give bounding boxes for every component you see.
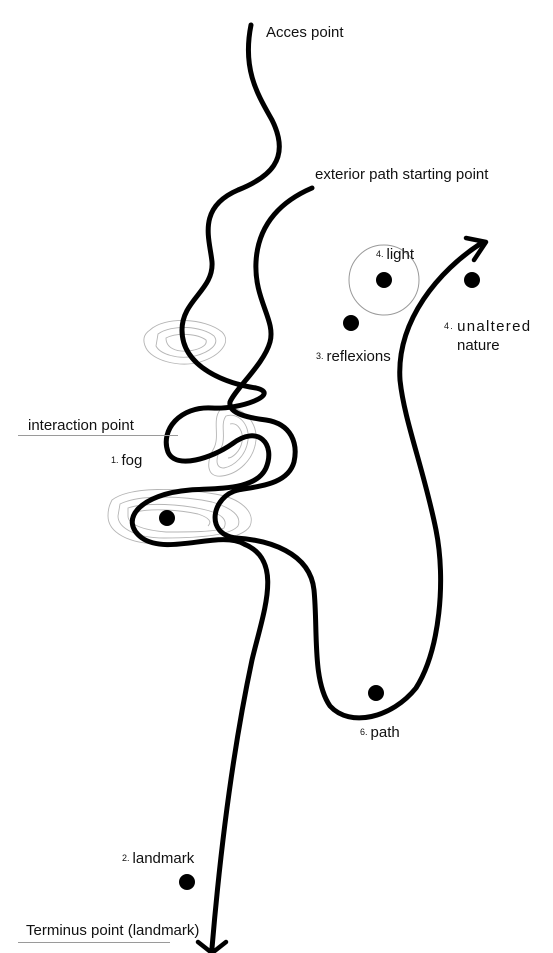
terminus-point-rule — [18, 942, 170, 943]
landmark-label: 2.landmark — [122, 850, 194, 868]
landmark-number: 2. — [122, 853, 130, 863]
exterior-path-line — [215, 188, 480, 718]
reflexions-text: reflexions — [327, 348, 391, 365]
path-point — [368, 685, 384, 701]
light-point — [376, 272, 392, 288]
interaction-point-label: interaction point — [28, 417, 134, 435]
light-number: 4. — [376, 249, 384, 259]
reflexions-number: 3. — [316, 351, 324, 361]
unaltered-nature-label: 4.unaltered — [444, 318, 531, 336]
unaltered-number: 4. — [444, 321, 454, 331]
fog-number: 1. — [111, 455, 119, 465]
path-label: 6.path — [360, 724, 400, 742]
unaltered-line1: unaltered — [457, 318, 531, 335]
reflexions-label: 3.reflexions — [316, 348, 391, 366]
reflexions-point — [343, 315, 359, 331]
landmark-text: landmark — [133, 850, 195, 867]
unaltered-nature-point — [464, 272, 480, 288]
path-text: path — [371, 724, 400, 741]
exterior-path-start-label: exterior path starting point — [315, 166, 488, 184]
terminus-point-label: Terminus point (landmark) — [26, 922, 199, 940]
access-point-label: Acces point — [266, 24, 344, 42]
light-label: 4.light — [376, 246, 414, 264]
fog-label: 1.fog — [111, 452, 142, 470]
interaction-point-rule — [18, 435, 178, 436]
landmark-point — [179, 874, 195, 890]
unaltered-nature-label-line2: nature — [457, 337, 500, 355]
light-text: light — [387, 246, 415, 263]
fog-text: fog — [122, 452, 143, 469]
fog-point — [159, 510, 175, 526]
path-number: 6. — [360, 727, 368, 737]
